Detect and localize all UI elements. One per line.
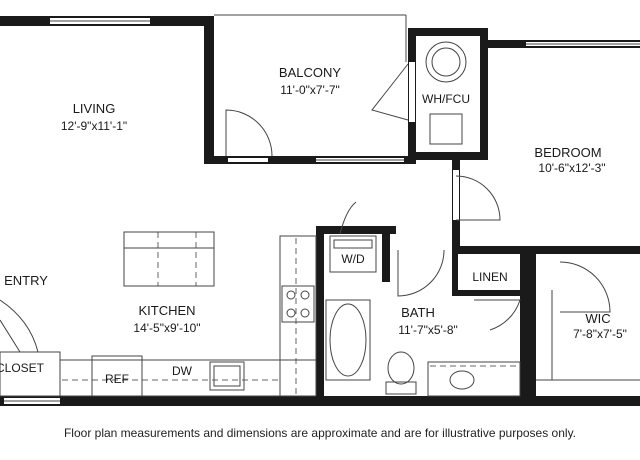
label-wd: W/D <box>341 252 365 266</box>
wall-wd-right <box>382 226 390 282</box>
wall-whfcu-right <box>480 28 488 160</box>
label-wh-fcu: WH/FCU <box>422 92 470 106</box>
wall-wd-left <box>316 226 324 402</box>
bedroom-door-swing <box>455 175 501 221</box>
label-linen: LINEN <box>472 270 507 284</box>
wall-whfcu-bottom <box>408 152 488 160</box>
wall-bath-top <box>316 226 396 234</box>
room-name-kitchen: KITCHEN <box>138 303 195 318</box>
room-name-balcony: BALCONY <box>279 65 341 80</box>
room-name-bath: BATH <box>401 305 435 320</box>
room-dims-balcony: 11'-0"x7'-7" <box>280 83 340 97</box>
wall-bedroom-bottom <box>452 246 640 254</box>
wall-bottom <box>0 396 640 406</box>
fcu-unit <box>429 113 463 145</box>
balcony-door-swing <box>225 109 273 157</box>
toilet-tank <box>385 381 417 395</box>
bathtub <box>325 299 371 381</box>
whfcu-door-swing <box>371 63 409 121</box>
wic-door-swing <box>559 261 611 313</box>
kitchen-island <box>123 231 215 287</box>
bath-vanity <box>427 361 521 397</box>
kitchen-sink <box>209 361 245 391</box>
room-name-entry: ENTRY <box>4 273 48 288</box>
refrigerator <box>91 355 143 397</box>
label-dw: DW <box>172 364 193 378</box>
linen-door-swing <box>474 299 521 331</box>
wall-linen-bottom <box>452 290 528 296</box>
room-dims-kitchen: 14'-5"x9'-10" <box>133 321 200 335</box>
kitchen-counter-back <box>279 235 317 397</box>
disclaimer-text: Floor plan measurements and dimensions a… <box>63 426 577 440</box>
entry-closet <box>0 351 61 397</box>
room-dims-wic: 7'-8"x7'-5" <box>573 327 627 341</box>
wall-balcony-left <box>204 16 214 164</box>
wall-linen-right <box>520 254 528 402</box>
toilet <box>387 351 415 385</box>
stove <box>281 285 315 323</box>
room-dims-bath: 11'-7"x5'-8" <box>398 323 458 337</box>
bath-door-swing <box>397 249 445 297</box>
room-name-wic: WIC <box>585 311 610 326</box>
room-dims-living: 12'-9"x11'-1" <box>61 119 127 133</box>
label-ref: REF <box>105 372 129 386</box>
wall-wic-left <box>528 254 536 402</box>
label-closet: CLOSET <box>0 361 45 375</box>
water-heater <box>425 41 467 83</box>
wall-linen-left <box>452 246 458 296</box>
room-dims-bedroom: 10'-6"x12'-3" <box>538 161 605 175</box>
room-name-bedroom: BEDROOM <box>534 145 601 160</box>
washer-dryer <box>329 235 377 273</box>
wall-whfcu-top <box>408 28 488 36</box>
room-name-living: LIVING <box>73 101 116 116</box>
